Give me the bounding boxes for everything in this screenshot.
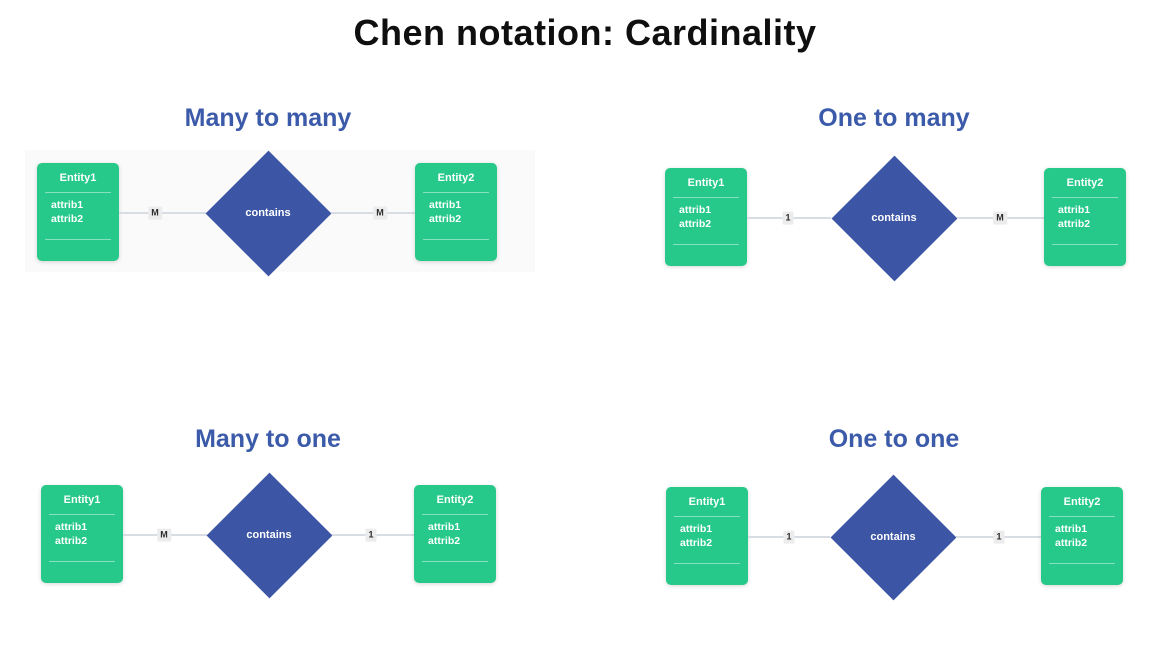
cardinality-label-left: M [157,528,171,542]
entity-divider [1052,197,1118,198]
entity-divider [1049,563,1115,564]
diagram-title: Many to one [195,425,341,453]
entity-box-entity2: Entity2 attrib1 attrib2 [1041,487,1123,585]
entity-attribute: attrib1 [51,199,84,211]
entity-name: Entity1 [59,172,97,184]
relationship-diamond: contains [205,150,331,276]
entity-divider [49,561,115,562]
entity-attributes: attrib1 attrib2 [1041,517,1123,563]
entity-attributes: attrib1 attrib2 [665,198,747,244]
entity-divider [674,563,740,564]
entity-attribute: attrib2 [680,537,713,549]
entity-attribute: attrib1 [679,204,712,216]
entity-divider [674,516,740,517]
connector-line [331,212,415,214]
entity-divider [422,561,488,562]
entity-attributes: attrib1 attrib2 [666,517,748,563]
entity-attributes: attrib1 attrib2 [37,193,119,239]
entity-box-entity1: Entity1 attrib1 attrib2 [665,168,747,266]
entity-attribute: attrib2 [428,535,461,547]
entity-divider [422,514,488,515]
entity-box-entity1: Entity1 attrib1 attrib2 [666,487,748,585]
relationship-label: contains [870,531,916,543]
entity-box-entity2: Entity2 attrib1 attrib2 [1044,168,1126,266]
entity-divider [1052,244,1118,245]
entity-attribute: attrib1 [1058,204,1091,216]
relationship-diamond: contains [830,474,956,600]
entity-divider [45,192,111,193]
entity-attribute: attrib1 [680,523,713,535]
cardinality-label-right: M [373,206,387,220]
entity-name: Entity2 [1066,177,1104,189]
entity-attribute: attrib1 [1055,523,1088,535]
entity-attributes: attrib1 attrib2 [415,193,497,239]
diagram-title: Many to many [184,104,352,132]
entity-attribute: attrib1 [55,521,88,533]
entity-name: Entity2 [1063,496,1101,508]
entity-attribute: attrib2 [679,218,712,230]
entity-name: Entity1 [63,494,101,506]
diagram-one-to-one: One to one Entity1 attrib1 attrib2 1 con… [585,415,1170,650]
diagram-many-to-many: Many to many Entity1 attrib1 attrib2 M c… [0,95,585,330]
entity-name: Entity2 [436,494,474,506]
entity-divider [673,244,739,245]
entity-attribute: attrib2 [1058,218,1091,230]
entity-name: Entity1 [687,177,725,189]
entity-divider [49,514,115,515]
entity-divider [423,192,489,193]
entity-box-entity1: Entity1 attrib1 attrib2 [37,163,119,261]
page-title: Chen notation: Cardinality [353,12,817,53]
entity-attribute: attrib1 [428,521,461,533]
entity-box-entity1: Entity1 attrib1 attrib2 [41,485,123,583]
relationship-diamond: contains [831,155,957,281]
entity-attributes: attrib1 attrib2 [414,515,496,561]
entity-box-entity2: Entity2 attrib1 attrib2 [415,163,497,261]
relationship-label: contains [871,212,917,224]
entity-divider [1049,516,1115,517]
cardinality-label-right: 1 [365,528,377,542]
entity-attributes: attrib1 attrib2 [1044,198,1126,244]
cardinality-label-left: M [148,206,162,220]
entity-name: Entity2 [437,172,475,184]
entity-box-entity2: Entity2 attrib1 attrib2 [414,485,496,583]
cardinality-label-right: M [993,211,1007,225]
cardinality-label-left: 1 [782,211,794,225]
entity-attribute: attrib1 [429,199,462,211]
diagram-many-to-one: Many to one Entity1 attrib1 attrib2 M co… [0,415,585,650]
cardinality-label-left: 1 [783,530,795,544]
entity-attribute: attrib2 [1055,537,1088,549]
entity-attribute: attrib2 [429,213,462,225]
connector-line [119,212,206,214]
diagram-title: One to one [828,425,960,453]
entity-attribute: attrib2 [55,535,88,547]
relationship-diamond: contains [206,472,332,598]
entity-divider [45,239,111,240]
diagram-title: One to many [818,104,970,132]
cardinality-label-right: 1 [993,530,1005,544]
diagram-one-to-many: One to many Entity1 attrib1 attrib2 1 co… [585,95,1170,330]
entity-name: Entity1 [688,496,726,508]
entity-divider [673,197,739,198]
relationship-label: contains [246,529,292,541]
relationship-label: contains [245,207,291,219]
entity-attributes: attrib1 attrib2 [41,515,123,561]
entity-divider [423,239,489,240]
entity-attribute: attrib2 [51,213,84,225]
